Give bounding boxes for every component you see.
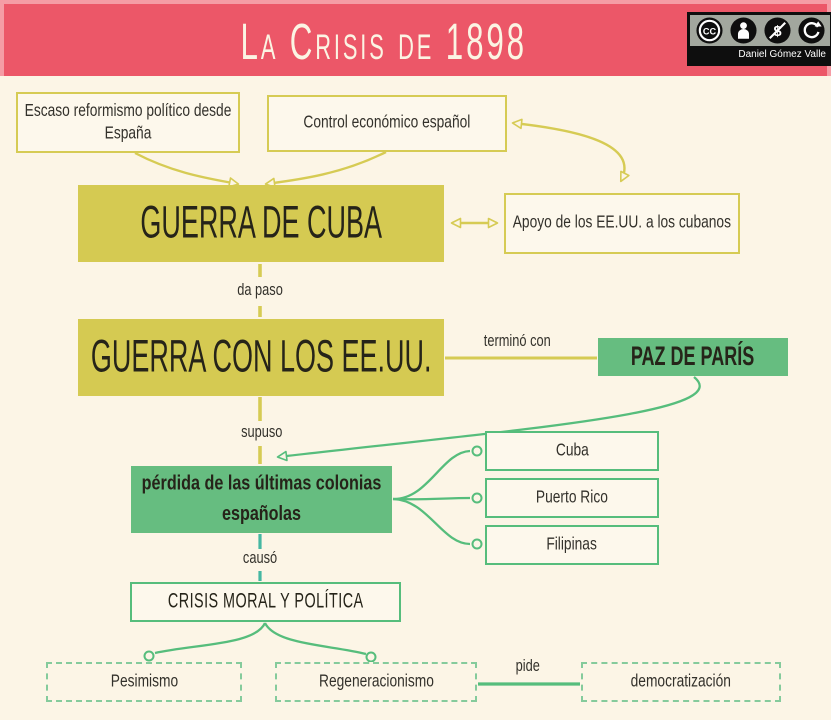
edge-escaso-to-guerra-cuba xyxy=(134,151,240,188)
node-control-economico: Control económico español xyxy=(267,95,507,152)
edge-label-pide: pide xyxy=(515,656,541,675)
edge-label-da-paso: da paso xyxy=(237,280,283,299)
node-puerto-rico: Puerto Rico xyxy=(485,478,659,518)
node-regeneracionismo: Regeneracionismo xyxy=(275,662,477,702)
cc-license-badge: CC $ Daniel Gómez Valle xyxy=(687,12,831,66)
connector-dot-pesimismo xyxy=(143,650,155,662)
node-democratizacion: democratización xyxy=(581,662,781,702)
edge-label-termino-con: terminó con xyxy=(483,331,551,350)
edge-crisis-to-regeneracionismo xyxy=(263,622,367,656)
node-paz-de-paris: PAZ DE PARÍS xyxy=(598,338,788,376)
header-bar: La Crisis de 1898 CC $ xyxy=(0,0,831,76)
edge-perdida-to-cuba xyxy=(392,449,471,501)
node-guerra-de-cuba: GUERRA DE CUBA xyxy=(78,185,444,262)
edge-label-supuso: supuso xyxy=(241,422,283,441)
by-person-icon xyxy=(729,17,757,44)
edge-perdida-to-puerto-rico xyxy=(392,496,471,501)
author-credit: Daniel Gómez Valle xyxy=(690,46,830,63)
node-escaso-reformismo: Escaso reformismo político desde España xyxy=(16,92,240,153)
cc-license-icons: CC $ xyxy=(690,15,830,46)
svg-text:CC: CC xyxy=(702,26,716,36)
connector-dot-cuba xyxy=(471,445,483,457)
edge-perdida-to-filipinas xyxy=(392,497,471,546)
node-filipinas: Filipinas xyxy=(485,525,659,565)
edge-label-causo: causó xyxy=(242,548,278,567)
sa-arrow-icon xyxy=(797,17,825,44)
connector-dot-puerto-rico xyxy=(471,492,483,504)
page-title: La Crisis de 1898 xyxy=(240,12,528,70)
connector-dot-filipinas xyxy=(471,538,483,550)
edge-control-to-guerra-cuba xyxy=(264,150,387,189)
node-cuba: Cuba xyxy=(485,431,659,471)
node-apoyo-eeuu: Apoyo de los EE.UU. a los cubanos xyxy=(504,193,740,254)
node-crisis-moral: CRISIS MORAL Y POLÍTICA xyxy=(130,582,401,622)
node-guerra-con-eeuu: GUERRA CON LOS EE.UU. xyxy=(78,319,444,396)
edge-crisis-to-pesimismo xyxy=(154,622,267,655)
connector-dot-regeneracionismo xyxy=(365,651,377,663)
cc-icon: CC xyxy=(695,17,723,44)
nc-dollar-icon: $ xyxy=(763,17,791,44)
node-pesimismo: Pesimismo xyxy=(46,662,242,702)
edge-control-apoyo-double-arrow xyxy=(511,118,630,183)
node-perdida-colonias: pérdida de las últimas colonias española… xyxy=(131,466,392,533)
